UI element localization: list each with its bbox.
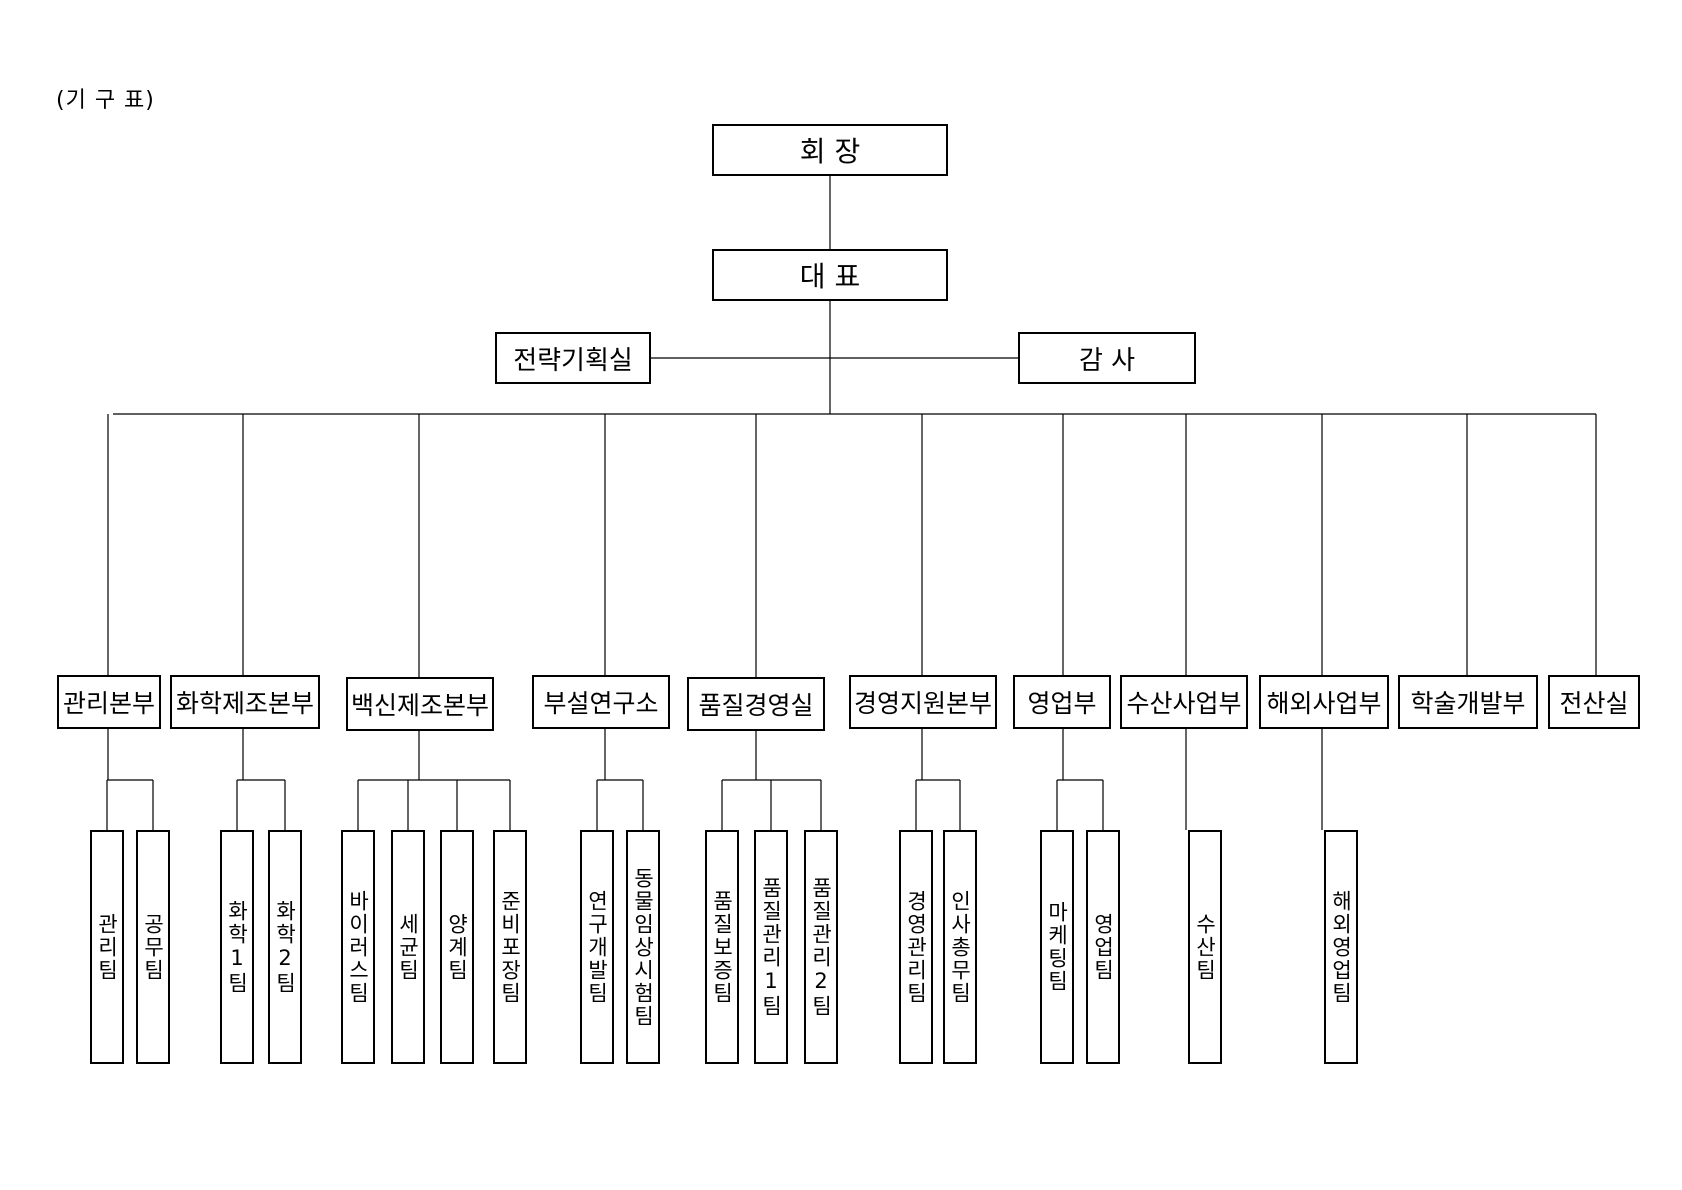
department-box: 전산실 (1548, 675, 1640, 729)
department-box: 부설연구소 (532, 675, 670, 729)
team-box: 수산팀 (1188, 830, 1222, 1064)
department-box: 관리본부 (57, 675, 161, 729)
strategy-office-label: 전략기획실 (513, 345, 633, 376)
team-box: 화학2팀 (268, 830, 302, 1064)
department-box: 품질경영실 (687, 677, 825, 731)
team-box: 연구개발팀 (580, 830, 614, 1064)
team-label: 화학1팀 (225, 899, 249, 995)
audit-box: 감 사 (1018, 332, 1196, 384)
team-box: 해외영업팀 (1324, 830, 1358, 1064)
department-label: 영업부 (1027, 689, 1097, 718)
chairman-label: 회 장 (799, 135, 861, 168)
team-label: 품질보증팀 (710, 889, 734, 1005)
department-label: 전산실 (1559, 689, 1629, 718)
team-box: 품질관리2팀 (804, 830, 838, 1064)
team-box: 영업팀 (1086, 830, 1120, 1064)
department-label: 품질경영실 (698, 691, 814, 720)
department-box: 학술개발부 (1398, 675, 1538, 729)
team-label: 관리팀 (95, 912, 119, 982)
department-label: 관리본부 (62, 689, 155, 718)
department-label: 부설연구소 (543, 689, 659, 718)
department-label: 해외사업부 (1266, 689, 1382, 718)
team-box: 품질관리1팀 (754, 830, 788, 1064)
team-label: 마케팅팀 (1045, 901, 1069, 993)
team-box: 세균팀 (391, 830, 425, 1064)
team-label: 바이러스팀 (346, 889, 370, 1005)
team-label: 준비포장팀 (498, 889, 522, 1005)
department-label: 수산사업부 (1126, 689, 1242, 718)
ceo-box: 대 표 (712, 249, 948, 301)
team-label: 해외영업팀 (1329, 889, 1353, 1005)
department-box: 영업부 (1013, 675, 1111, 729)
team-label: 영업팀 (1091, 912, 1115, 982)
team-label: 품질관리1팀 (759, 876, 783, 1018)
audit-label: 감 사 (1078, 345, 1136, 376)
team-box: 인사총무팀 (943, 830, 977, 1064)
department-box: 백신제조본부 (346, 677, 494, 731)
department-label: 학술개발부 (1410, 689, 1526, 718)
department-label: 경영지원본부 (853, 689, 992, 718)
department-box: 경영지원본부 (849, 675, 997, 729)
team-label: 경영관리팀 (904, 889, 928, 1005)
team-box: 동물임상시험팀 (626, 830, 660, 1064)
team-box: 품질보증팀 (705, 830, 739, 1064)
team-box: 양계팀 (440, 830, 474, 1064)
strategy-office-box: 전략기획실 (495, 332, 651, 384)
team-box: 바이러스팀 (341, 830, 375, 1064)
department-box: 수산사업부 (1120, 675, 1248, 729)
team-label: 공무팀 (141, 912, 165, 982)
team-box: 준비포장팀 (493, 830, 527, 1064)
department-label: 화학제조본부 (175, 689, 314, 718)
ceo-label: 대 표 (799, 260, 861, 293)
team-label: 연구개발팀 (585, 889, 609, 1005)
team-box: 관리팀 (90, 830, 124, 1064)
team-label: 화학2팀 (273, 899, 297, 995)
team-box: 화학1팀 (220, 830, 254, 1064)
team-box: 공무팀 (136, 830, 170, 1064)
chairman-box: 회 장 (712, 124, 948, 176)
team-label: 인사총무팀 (948, 889, 972, 1005)
team-box: 경영관리팀 (899, 830, 933, 1064)
team-label: 동물임상시험팀 (631, 866, 655, 1028)
department-label: 백신제조본부 (350, 691, 489, 720)
team-label: 수산팀 (1193, 912, 1217, 982)
department-box: 해외사업부 (1259, 675, 1389, 729)
team-label: 양계팀 (445, 912, 469, 982)
team-label: 품질관리2팀 (809, 876, 833, 1018)
department-box: 화학제조본부 (170, 675, 320, 729)
chart-title: (기 구 표) (56, 88, 155, 113)
team-box: 마케팅팀 (1040, 830, 1074, 1064)
team-label: 세균팀 (396, 912, 420, 982)
